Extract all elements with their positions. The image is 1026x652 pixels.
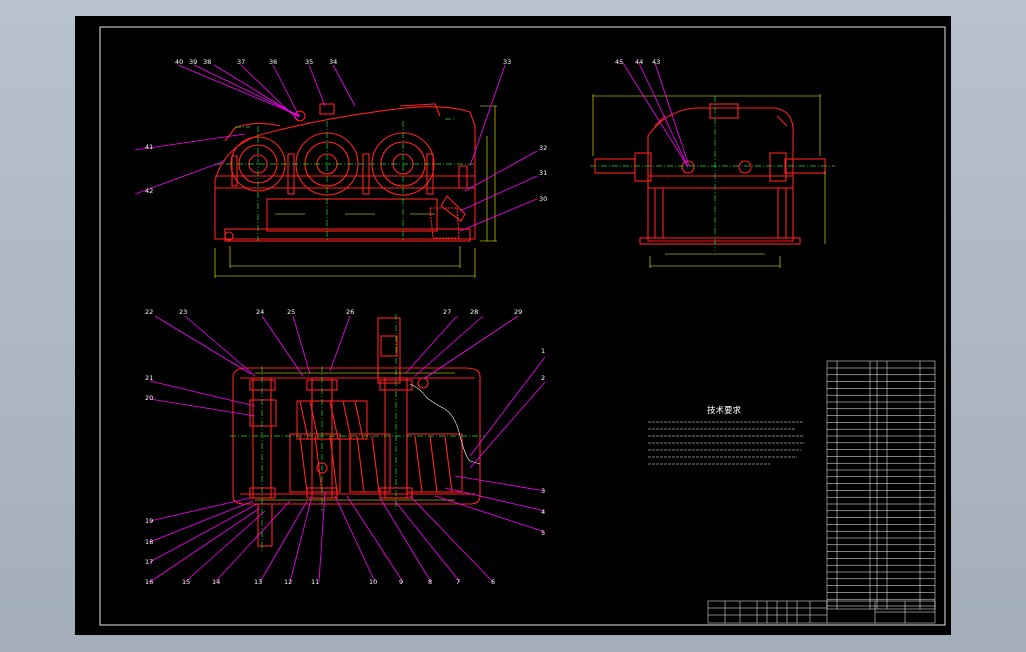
label-14: 14: [212, 578, 220, 586]
label-32: 32: [539, 144, 547, 152]
label-37: 37: [237, 58, 245, 66]
label-15: 15: [182, 578, 190, 586]
label-34: 34: [329, 58, 337, 66]
label-12: 12: [284, 578, 292, 586]
plan-view-leaders: 22 23 24 25 26 27 28 29 21 20 19 18 17 1…: [145, 308, 546, 586]
plan-view: [230, 314, 485, 551]
label-45: 45: [615, 58, 623, 66]
tech-requirements: 技术要求: [648, 405, 805, 465]
label-41: 41: [145, 143, 153, 151]
label-40: 40: [175, 58, 183, 66]
label-9: 9: [399, 578, 403, 586]
label-3: 3: [541, 487, 545, 495]
label-39: 39: [189, 58, 197, 66]
side-view-leaders: 45 44 43: [615, 58, 690, 168]
label-33: 33: [503, 58, 511, 66]
label-16: 16: [145, 578, 153, 586]
label-26: 26: [346, 308, 354, 316]
label-27: 27: [443, 308, 451, 316]
label-43: 43: [652, 58, 660, 66]
label-1: 1: [541, 347, 545, 355]
label-35: 35: [305, 58, 313, 66]
label-18: 18: [145, 538, 153, 546]
label-7: 7: [456, 578, 460, 586]
label-17: 17: [145, 558, 153, 566]
label-11: 11: [311, 578, 319, 586]
label-6: 6: [491, 578, 495, 586]
label-29: 29: [514, 308, 522, 316]
label-38: 38: [203, 58, 211, 66]
label-31: 31: [539, 169, 547, 177]
label-28: 28: [470, 308, 478, 316]
label-4: 4: [541, 508, 545, 516]
tech-requirements-title: 技术要求: [707, 405, 742, 416]
label-10: 10: [369, 578, 377, 586]
label-25: 25: [287, 308, 295, 316]
label-21: 21: [145, 374, 153, 382]
parts-list: [826, 360, 936, 610]
label-23: 23: [179, 308, 187, 316]
side-view: [590, 94, 835, 268]
label-42: 42: [145, 187, 153, 195]
label-5: 5: [541, 529, 545, 537]
label-44: 44: [635, 58, 643, 66]
drawing-sheet: 40 39 38 37 36 35 34 33 41 42 32 31 30: [75, 16, 951, 635]
label-20: 20: [145, 394, 153, 402]
label-30: 30: [539, 195, 547, 203]
label-19: 19: [145, 517, 153, 525]
front-view-leaders: 40 39 38 37 36 35 34 33 41 42 32 31 30: [134, 58, 547, 232]
label-2: 2: [541, 374, 545, 382]
label-13: 13: [254, 578, 262, 586]
label-24: 24: [256, 308, 264, 316]
label-22: 22: [145, 308, 153, 316]
drawing-frame: [99, 26, 946, 626]
title-block: [707, 600, 936, 624]
label-36: 36: [269, 58, 277, 66]
front-view: [214, 103, 497, 278]
label-8: 8: [428, 578, 432, 586]
